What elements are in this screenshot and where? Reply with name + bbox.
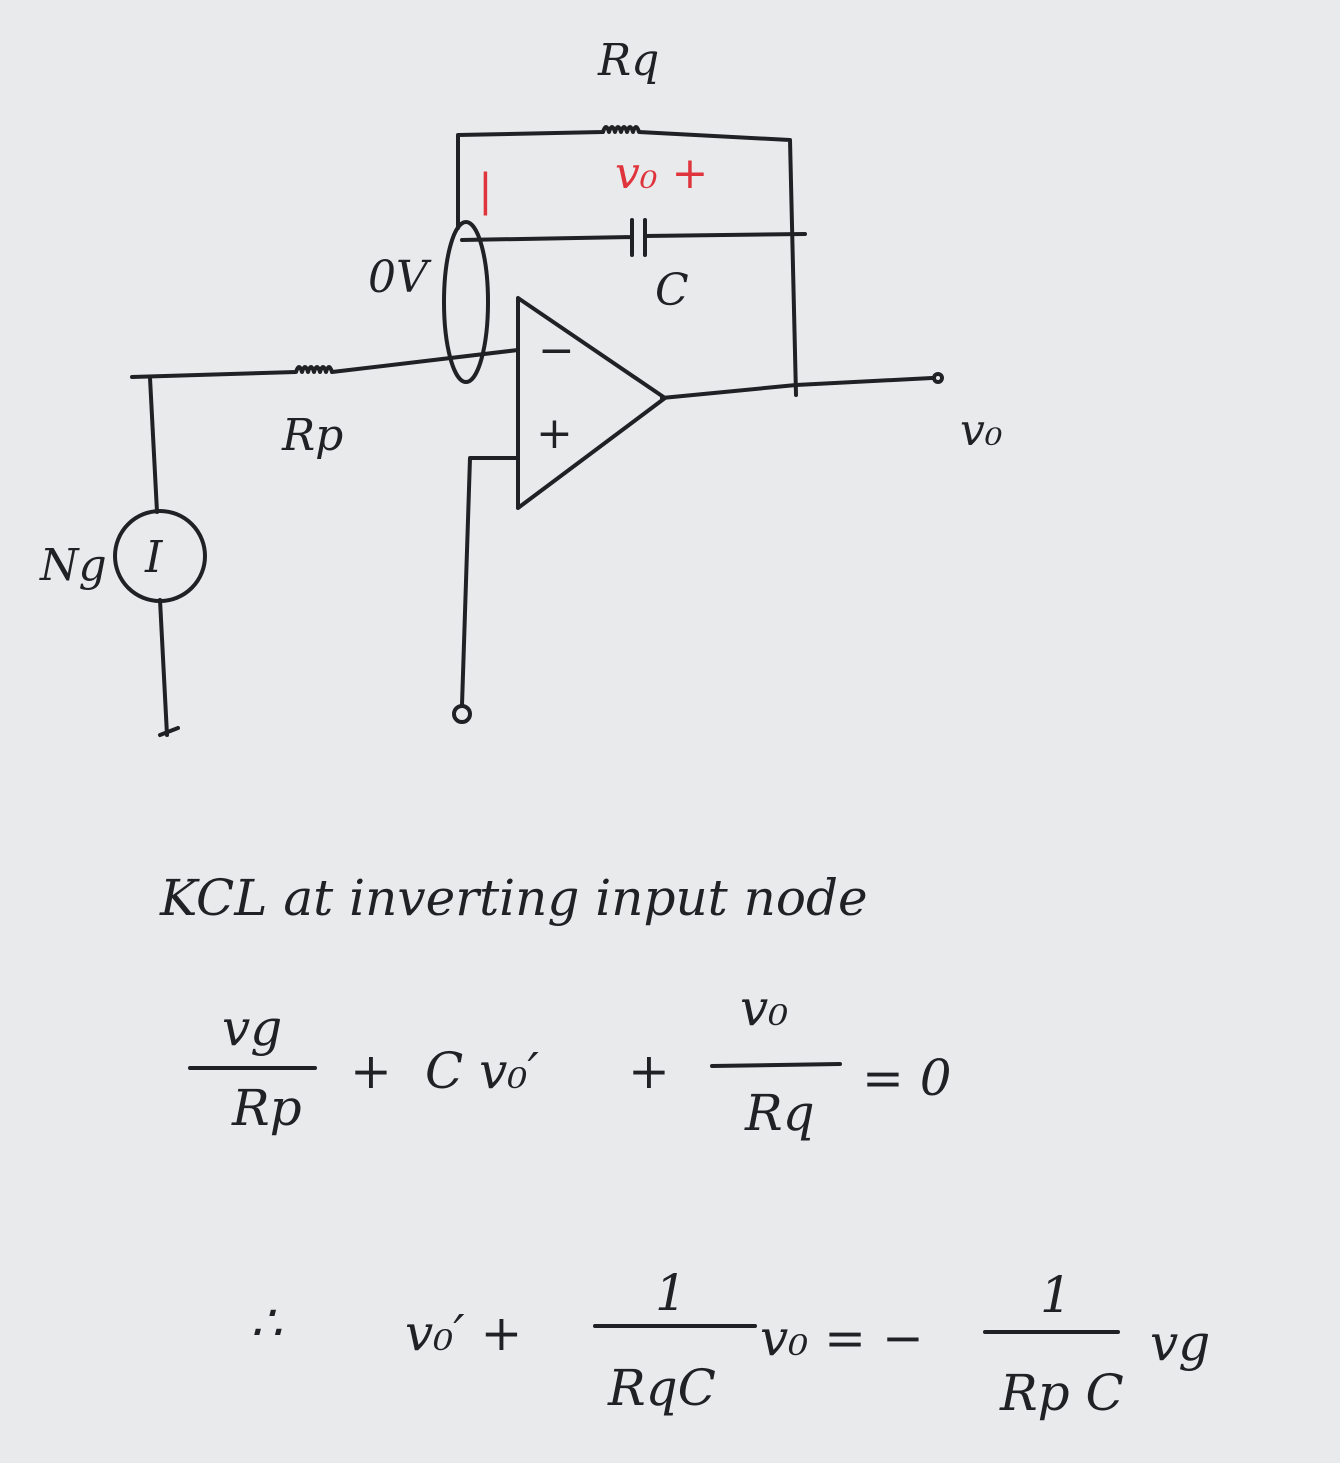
- eq2-rhs: vg: [1150, 1314, 1210, 1372]
- eq1-term3-den: Rq: [744, 1084, 815, 1142]
- ground-wire: [460, 456, 520, 707]
- ground-terminal: [452, 704, 472, 724]
- label-source: Ng: [39, 540, 107, 591]
- eq1-term3-num: v₀: [740, 979, 788, 1037]
- op-amp: − +: [516, 296, 667, 510]
- eq1-plus1: +: [350, 1042, 392, 1100]
- equation-2: ∴ v₀′ + 1 RqC v₀ = − 1 Rp C vg: [250, 1264, 1210, 1422]
- eq1-term2: C v₀′: [425, 1042, 539, 1100]
- cap-minus-label: |: [478, 165, 493, 216]
- label-vo: v₀: [960, 405, 1003, 456]
- cap-voltage-label: v₀ +: [615, 148, 708, 199]
- eq2-mid: v₀ = −: [760, 1309, 924, 1367]
- label-zero-volt: 0V: [368, 252, 432, 303]
- inverting-node-circle: [442, 220, 490, 384]
- opamp-plus: +: [536, 408, 573, 459]
- eq1-plus2: +: [628, 1042, 670, 1100]
- input-resistor-rp: Rp: [130, 348, 520, 461]
- eq2-f2-num: 1: [1040, 1266, 1072, 1324]
- capacitor-c: C v₀ + |: [460, 148, 807, 316]
- opamp-minus: −: [538, 325, 575, 376]
- kcl-heading: KCL at inverting input node: [159, 869, 868, 927]
- eq2-therefore: ∴: [250, 1294, 282, 1352]
- eq2-f2-den: Rp C: [999, 1364, 1124, 1422]
- eq1-rhs: = 0: [862, 1049, 952, 1107]
- output-terminal: v₀: [660, 372, 1003, 456]
- feedback-resistor-rq: Rq: [456, 35, 798, 397]
- source-symbol: I: [144, 532, 164, 583]
- eq2-f1-num: 1: [655, 1264, 687, 1322]
- label-rp: Rp: [281, 410, 343, 461]
- eq2-lhs: v₀′ +: [405, 1304, 522, 1362]
- current-source: I Ng: [39, 376, 207, 737]
- eq1-term1-num: vg: [222, 999, 282, 1057]
- label-c: C: [655, 265, 689, 316]
- eq1-term1-den: Rp: [231, 1079, 302, 1137]
- label-rq: Rq: [597, 35, 659, 86]
- eq2-f1-den: RqC: [607, 1359, 716, 1417]
- equation-1: vg Rp + C v₀′ + v₀ Rq = 0: [188, 979, 952, 1142]
